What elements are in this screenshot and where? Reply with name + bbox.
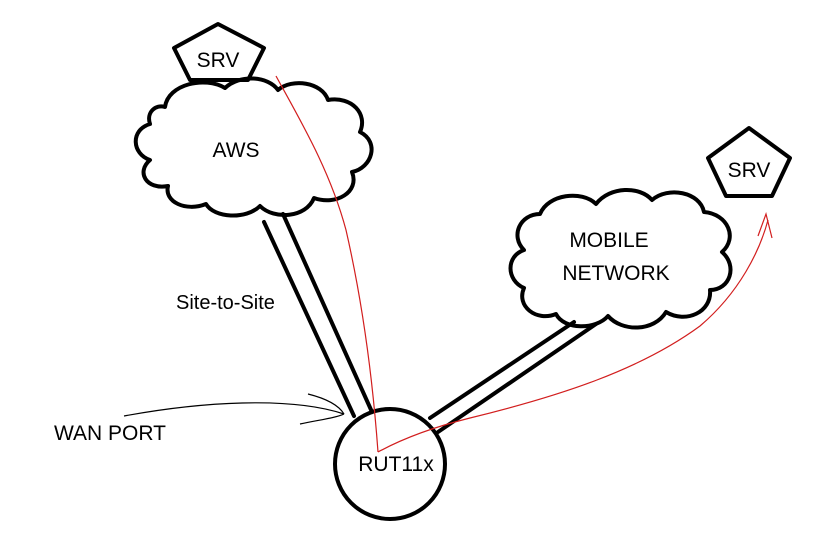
srv-top-node: SRV (172, 22, 266, 82)
mobile-network-cloud-node: MOBILE NETWORK (508, 187, 733, 330)
traffic-path-aws-to-router (275, 75, 379, 453)
srv-right-label: SRV (728, 159, 771, 182)
mobile-link-line-b (436, 322, 598, 434)
aws-cloud-shape (133, 76, 374, 218)
router-circle (333, 407, 447, 521)
router-node: RUT11x (333, 407, 447, 521)
srv-top-label: SRV (197, 49, 240, 72)
mobile-network-cloud-shape (508, 187, 733, 330)
traffic-path-router-to-mobile (377, 219, 769, 453)
mobile-network-label-line1: MOBILE (569, 229, 648, 252)
mobile-network-label-line2: NETWORK (562, 262, 669, 285)
traffic-path-arrowhead (757, 211, 773, 239)
site-to-site-line-a (262, 220, 356, 418)
srv-right-pentagon (706, 126, 792, 198)
router-label: RUT11x (358, 453, 434, 476)
site-to-site-label: Site-to-Site (176, 292, 275, 314)
aws-cloud-node: AWS (133, 76, 374, 218)
traffic-path (275, 75, 773, 453)
srv-right-node: SRV (706, 126, 792, 198)
mobile-link (428, 320, 598, 434)
site-to-site-line-b (281, 212, 374, 414)
aws-label: AWS (212, 139, 259, 162)
wan-port-arrow-curve (123, 402, 345, 417)
wan-port-annotation: WAN PORT (54, 393, 345, 445)
mobile-link-line-a (428, 320, 576, 420)
srv-top-pentagon (172, 22, 266, 82)
wan-port-label: WAN PORT (54, 422, 166, 445)
wan-port-arrowhead (299, 393, 345, 425)
site-to-site-link (262, 212, 374, 418)
